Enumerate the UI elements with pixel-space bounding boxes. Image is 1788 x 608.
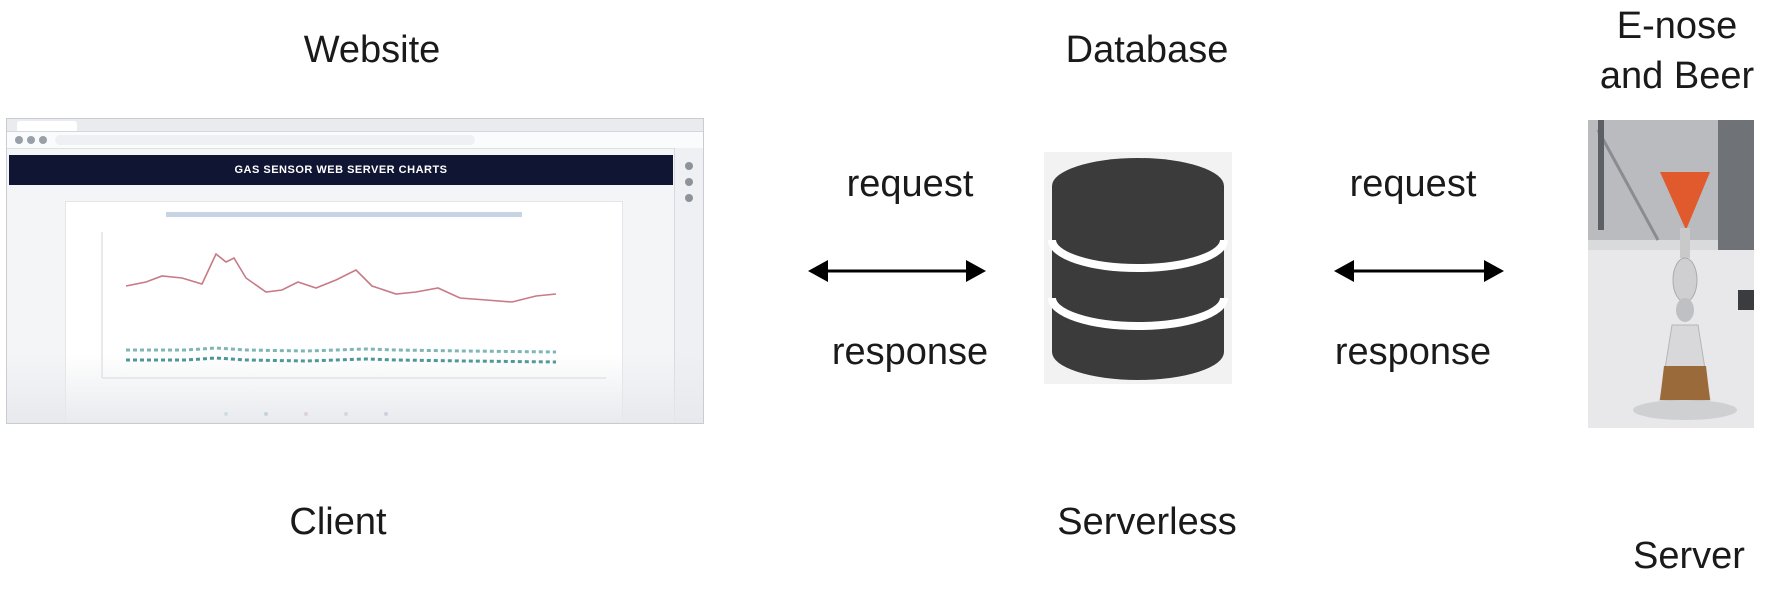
left-request-label: request [846, 163, 974, 205]
database-icon [1044, 152, 1232, 384]
serverless-label: Serverless [1057, 501, 1237, 543]
browser-address-bar [7, 132, 703, 149]
client-label: Client [289, 501, 387, 543]
browser-tabbar [7, 119, 703, 132]
website-label: Website [303, 29, 441, 71]
left-response-label: response [831, 331, 989, 373]
server-label: Server [1633, 535, 1745, 577]
database-label: Database [1065, 29, 1229, 71]
right-request-label: request [1349, 163, 1477, 205]
left-bidirectional-arrow [808, 260, 986, 282]
enose-label-line1: E-nose [1616, 5, 1738, 47]
right-bidirectional-arrow [1334, 260, 1504, 282]
website-header: GAS SENSOR WEB SERVER CHARTS [9, 155, 673, 185]
enose-beer-photo [1588, 120, 1754, 428]
right-response-label: response [1334, 331, 1492, 373]
website-screenshot: GAS SENSOR WEB SERVER CHARTS [6, 118, 704, 424]
enose-label-line2: and Beer [1599, 55, 1755, 97]
